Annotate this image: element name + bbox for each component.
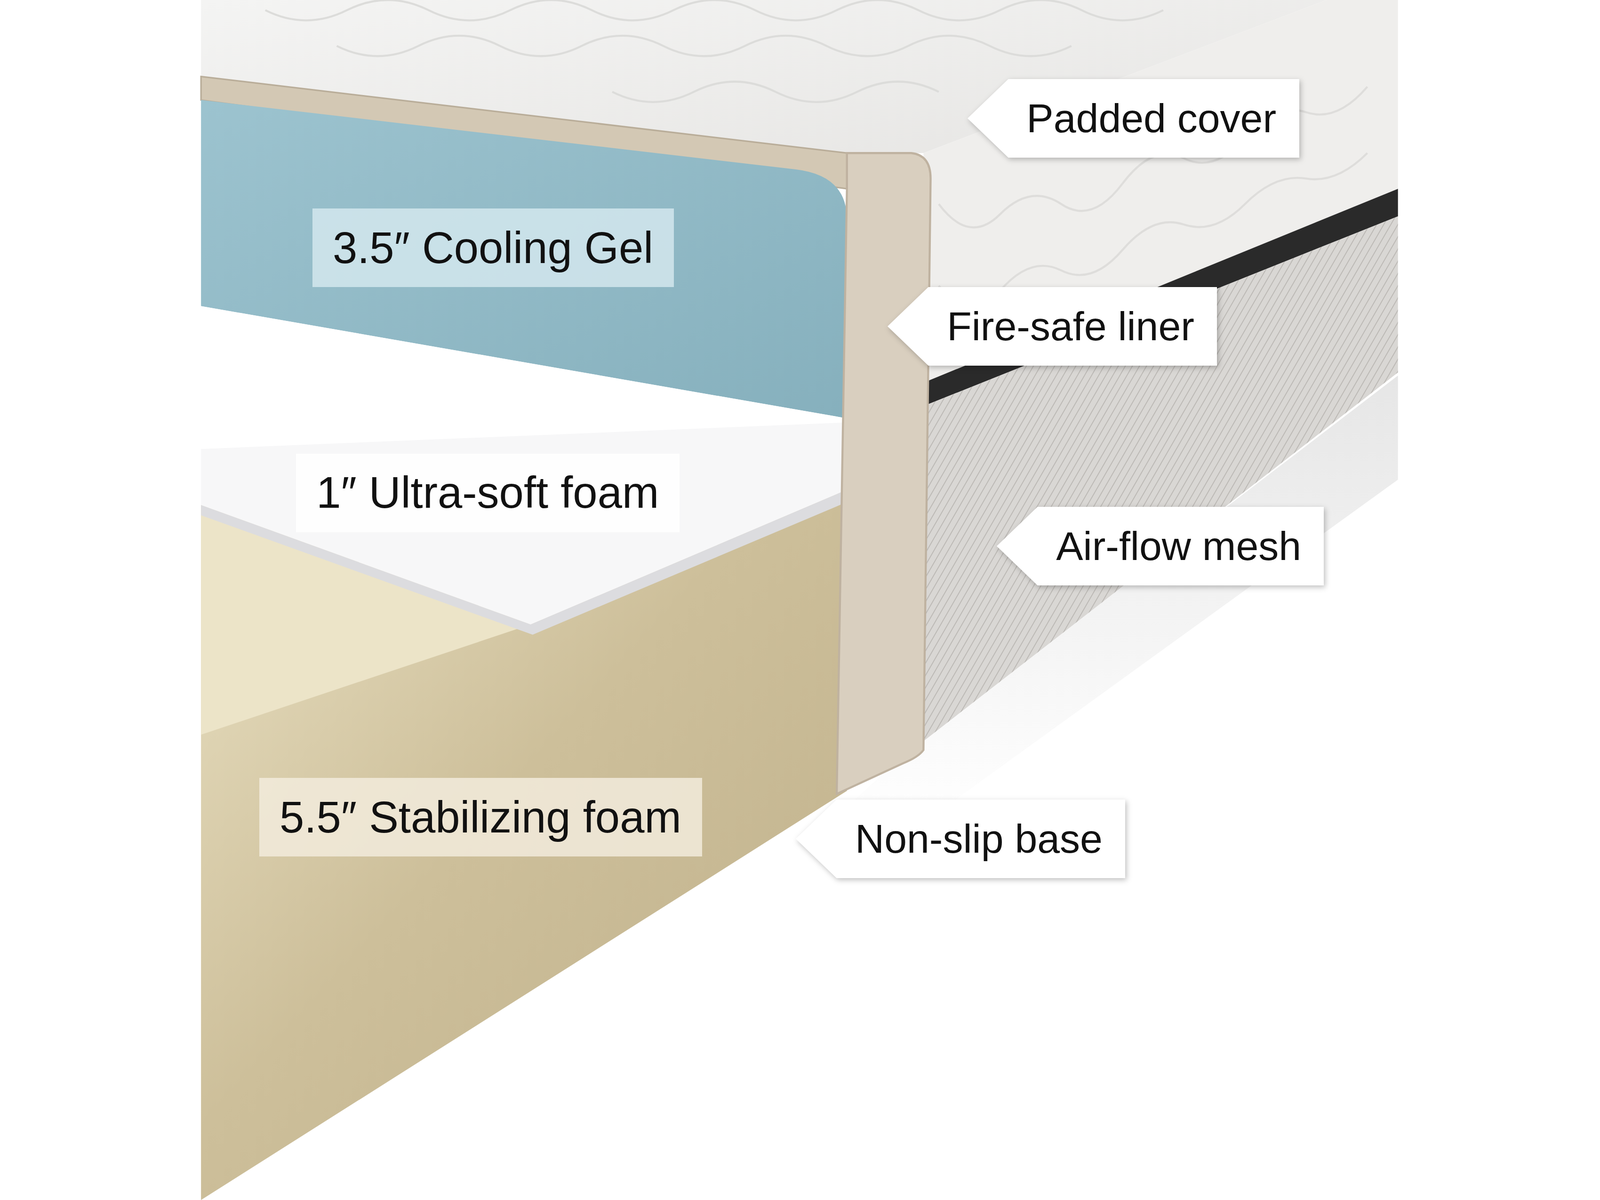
label-text: 3.5″ Cooling Gel xyxy=(332,222,674,274)
layer-label: 5.5″ Stabilizing foam xyxy=(259,777,703,857)
side-liner xyxy=(836,152,931,794)
callout-tag: Air-flow mesh xyxy=(996,506,1324,586)
label-box xyxy=(259,777,703,857)
tag-shape xyxy=(967,79,1300,158)
layer-label: 3.5″ Cooling Gel xyxy=(312,208,674,288)
label-text: Fire-safe liner xyxy=(946,303,1217,350)
callout-tag: Fire-safe liner xyxy=(887,287,1217,366)
tag-shape xyxy=(795,799,1126,879)
tag-shape xyxy=(996,506,1324,586)
label-text: Air-flow mesh xyxy=(1056,522,1324,570)
label-text: Padded cover xyxy=(1026,95,1299,142)
label-box xyxy=(296,453,680,533)
label-box xyxy=(312,208,674,288)
callout-tag: Padded cover xyxy=(967,79,1300,158)
layer-label: 1″ Ultra-soft foam xyxy=(296,453,680,533)
callout-tag: Non-slip base xyxy=(795,799,1126,879)
label-text: Non-slip base xyxy=(855,815,1126,863)
gel-gap xyxy=(200,306,848,450)
label-text: 1″ Ultra-soft foam xyxy=(316,467,680,519)
label-text: 5.5″ Stabilizing foam xyxy=(279,792,703,843)
soft-foam xyxy=(200,418,848,625)
tag-shape xyxy=(887,287,1217,366)
